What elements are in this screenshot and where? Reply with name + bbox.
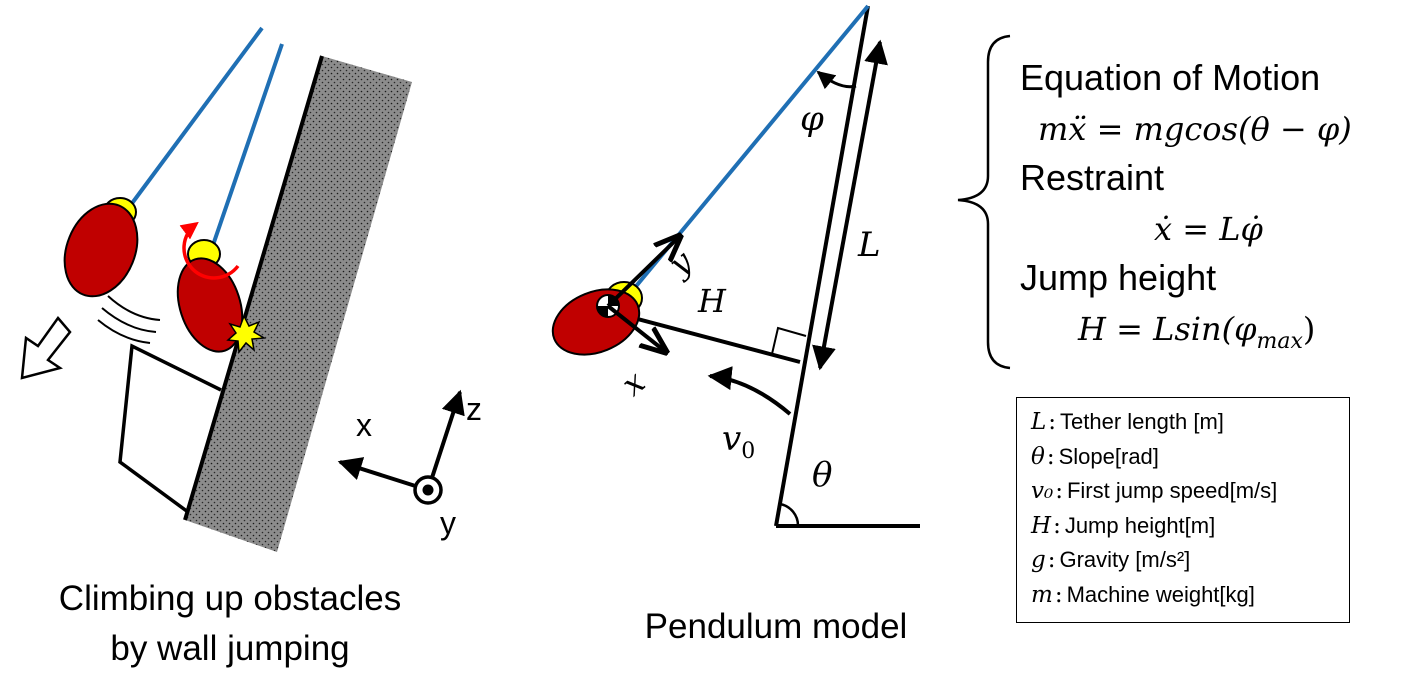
label-H: H	[697, 282, 727, 320]
legend-text: Gravity [m/s²]	[1059, 547, 1191, 573]
coordinate-frame: x z y	[337, 389, 482, 541]
legend-row: m:Machine weight[kg]	[1031, 581, 1255, 608]
fall-direction-arrow-icon	[20, 315, 72, 380]
label-x-local: x	[614, 363, 652, 404]
pendulum-robot	[551, 236, 680, 367]
middle-caption: Pendulum model	[645, 607, 908, 646]
left-caption-line1: Climbing up obstacles	[59, 579, 401, 618]
legend-symbol: H	[1031, 512, 1052, 539]
right-angle-mark	[771, 326, 807, 355]
jump-title: Jump height	[1020, 257, 1216, 298]
motion-lines	[97, 295, 161, 344]
legend-text: Machine weight[kg]	[1066, 581, 1255, 607]
legend-row: L:Tether length [m]	[1031, 409, 1224, 435]
height-H-line	[614, 311, 801, 364]
theta-arc	[779, 502, 800, 527]
jump-equation: H = Lsin(φmax)	[1077, 310, 1315, 354]
impact-star-icon	[226, 314, 267, 354]
phi-arc-arrow	[816, 70, 857, 90]
length-L-arrow	[812, 39, 888, 371]
eom-equation: mẍ = mgcos(θ − φ)	[1038, 110, 1352, 148]
left-panel: x z y Climbing up obstacles by wall jump…	[20, 26, 482, 668]
legend-symbol: θ	[1031, 443, 1045, 470]
rotation-arrow	[179, 221, 240, 280]
middle-panel: φ L H y x v0 θ Pendulum model	[551, 4, 920, 646]
restraint-equation: ẋ = Lφ̇	[1154, 210, 1263, 248]
wall-edge	[183, 55, 324, 521]
eom-title: Equation of Motion	[1020, 57, 1320, 98]
v0-arrow	[707, 366, 792, 416]
obstacle-outline	[118, 343, 222, 514]
tether-2	[210, 43, 284, 249]
legend-text: Slope[rad]	[1058, 443, 1159, 469]
legend-row: θ:Slope[rad]	[1031, 443, 1159, 470]
restraint-title: Restraint	[1020, 157, 1164, 198]
legend-text: Jump height[m]	[1064, 512, 1216, 538]
symbol-legend: L:Tether length [m] θ:Slope[rad] v₀:Firs…	[1016, 397, 1350, 623]
left-caption-line2: by wall jumping	[110, 629, 349, 668]
curly-brace	[957, 34, 1011, 370]
legend-text: Tether length [m]	[1060, 409, 1224, 434]
label-v0: v0	[722, 419, 755, 464]
legend-symbol: m	[1031, 581, 1053, 608]
wall	[185, 56, 412, 552]
axis-label-y: y	[440, 505, 456, 541]
axis-label-x: x	[356, 407, 372, 443]
legend-symbol: g	[1031, 547, 1046, 574]
label-L: L	[857, 225, 881, 265]
legend-symbol: v₀	[1031, 478, 1054, 505]
legend-row: g:Gravity [m/s²]	[1031, 547, 1191, 574]
legend-text: First jump speed[m/s]	[1066, 478, 1278, 504]
robot-falling	[63, 197, 139, 298]
label-theta: θ	[812, 455, 832, 495]
robot-rotating	[176, 221, 244, 353]
tether-1	[128, 26, 264, 208]
legend-row: v₀:First jump speed[m/s]	[1031, 478, 1278, 505]
legend-symbol: L	[1031, 409, 1047, 435]
equations-panel: Equation of Motion mẍ = mgcos(θ − φ) Res…	[957, 34, 1352, 370]
slope-line	[774, 5, 870, 527]
axis-label-z: z	[466, 391, 482, 427]
label-phi: φ	[800, 99, 824, 139]
legend-row: H:Jump height[m]	[1031, 512, 1216, 539]
